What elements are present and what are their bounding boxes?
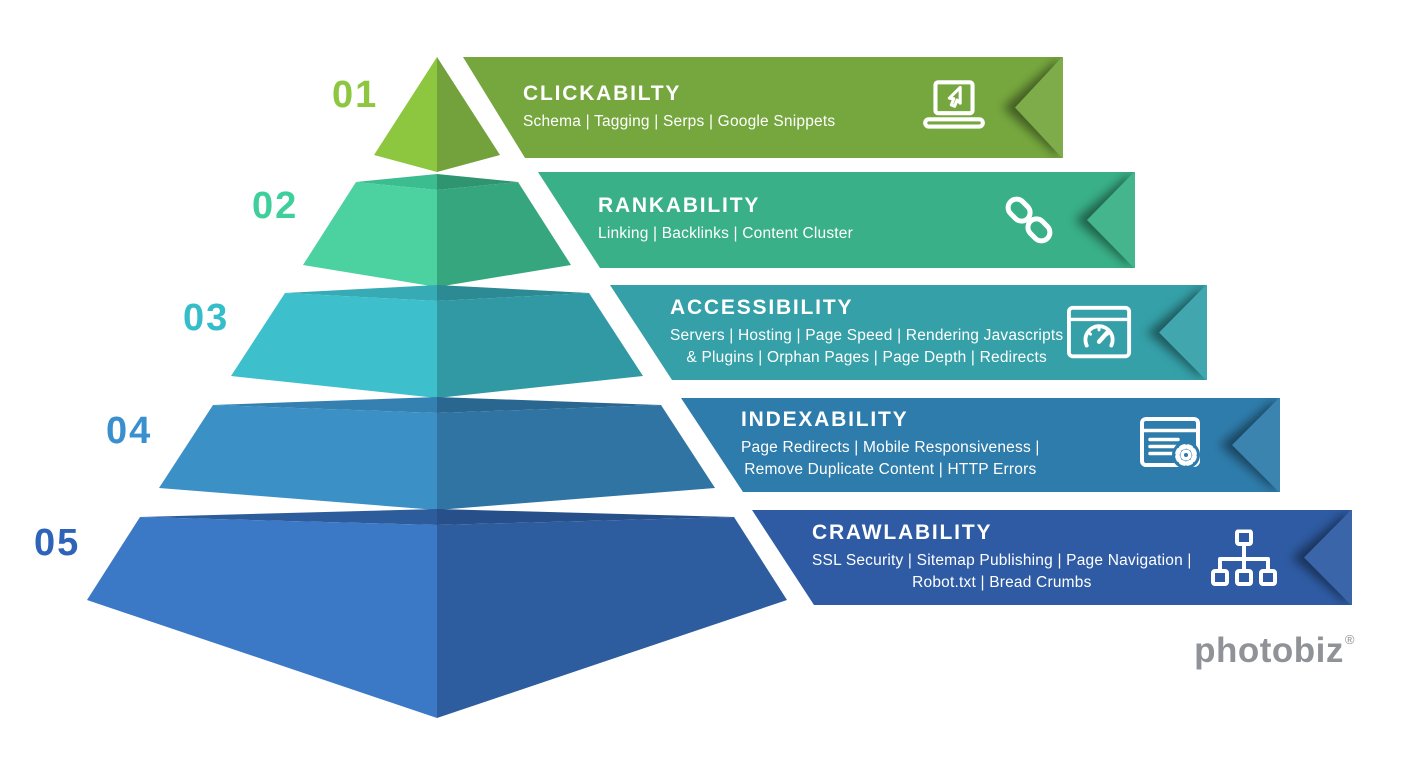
banner-subtitle: SSL Security | Sitemap Publishing | Page…	[812, 550, 1192, 594]
banner-indexability: INDEXABILITY Page Redirects | Mobile Res…	[681, 398, 1280, 492]
banner-text: CRAWLABILITY SSL Security | Sitemap Publ…	[812, 510, 1192, 605]
ribbon-shape	[538, 172, 1135, 268]
sitemap-icon	[1211, 529, 1277, 586]
banner-title: ACCESSIBILITY	[670, 295, 854, 319]
subtitle-line: Remove Duplicate Content | HTTP Errors	[744, 461, 1037, 478]
banner-subtitle: Page Redirects | Mobile Responsiveness |…	[741, 437, 1040, 481]
banner-text: ACCESSIBILITY Servers | Hosting | Page S…	[670, 285, 1063, 380]
subtitle-line: SSL Security | Sitemap Publishing | Page…	[812, 551, 1192, 569]
level-number-01: 01	[332, 74, 379, 116]
logo-text: photobiz	[1194, 631, 1344, 670]
ribbon-shape	[752, 510, 1352, 605]
level-number-05: 05	[34, 522, 81, 564]
laptop-cursor-icon	[923, 79, 985, 129]
subtitle-line: Servers | Hosting | Page Speed | Renderi…	[670, 326, 1064, 344]
subtitle-line: Robot.txt | Bread Crumbs	[912, 573, 1092, 591]
banner-crawlability: CRAWLABILITY SSL Security | Sitemap Publ…	[752, 510, 1352, 605]
banner-text: CLICKABILTY Schema | Tagging | Serps | G…	[523, 57, 835, 158]
photobiz-logo: photobiz®	[1194, 631, 1355, 671]
subtitle-line: Page Redirects | Mobile Responsiveness |	[741, 439, 1040, 456]
level-number-03: 03	[183, 297, 230, 339]
banner-rankability: RANKABILITY Linking | Backlinks | Conten…	[538, 172, 1135, 268]
banner-title: CRAWLABILITY	[812, 520, 993, 544]
ribbon-shape	[463, 57, 1063, 158]
browser-gear-icon	[1140, 417, 1200, 469]
ribbon-shape	[610, 285, 1207, 380]
level-number-02: 02	[252, 185, 299, 227]
ribbon-shape	[681, 398, 1280, 492]
banner-title: CLICKABILTY	[523, 81, 682, 105]
registered-mark: ®	[1344, 632, 1355, 647]
subtitle-line: Linking | Backlinks | Content Cluster	[598, 225, 853, 242]
level-number-04: 04	[106, 410, 153, 452]
banner-subtitle: Linking | Backlinks | Content Cluster	[598, 223, 853, 245]
banner-text: INDEXABILITY Page Redirects | Mobile Res…	[741, 398, 1040, 492]
banner-title: INDEXABILITY	[741, 408, 909, 431]
banner-text: RANKABILITY Linking | Backlinks | Conten…	[598, 172, 853, 268]
banner-clickabilty: CLICKABILTY Schema | Tagging | Serps | G…	[463, 57, 1063, 158]
chain-link-icon	[1005, 196, 1053, 244]
banner-accessibility: ACCESSIBILITY Servers | Hosting | Page S…	[610, 285, 1207, 380]
banner-subtitle: Schema | Tagging | Serps | Google Snippe…	[523, 111, 835, 133]
banner-title: RANKABILITY	[598, 194, 761, 217]
subtitle-line: & Plugins | Orphan Pages | Page Depth | …	[686, 348, 1047, 366]
subtitle-line: Schema | Tagging | Serps | Google Snippe…	[523, 112, 836, 130]
banner-subtitle: Servers | Hosting | Page Speed | Renderi…	[670, 325, 1063, 369]
speed-gauge-browser-icon	[1067, 305, 1132, 358]
